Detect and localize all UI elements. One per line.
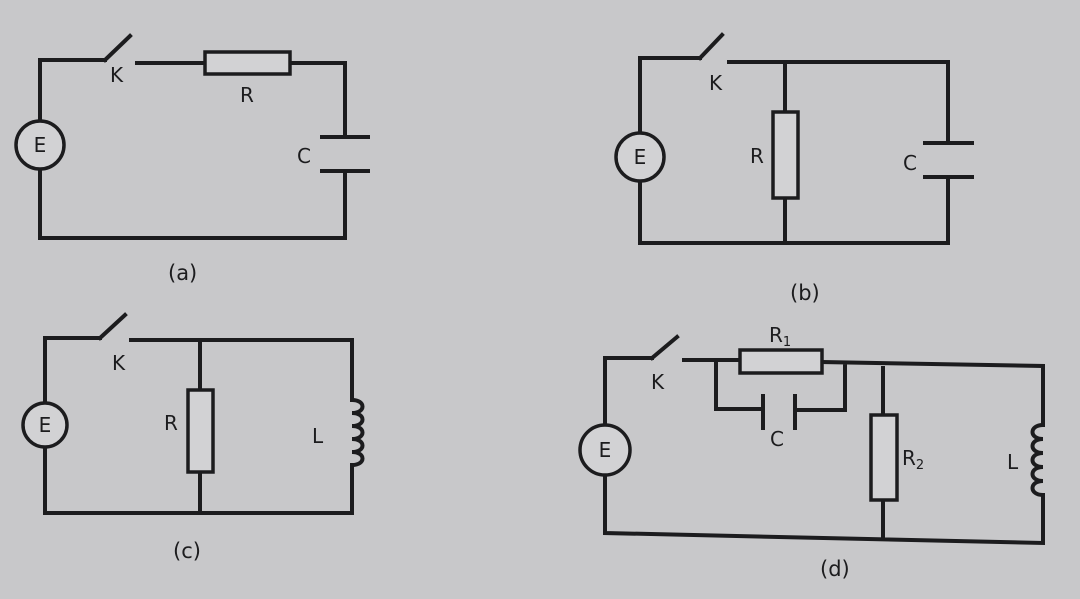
resistor-1-label: R1 bbox=[769, 323, 791, 350]
capacitor-label: C bbox=[770, 427, 784, 451]
resistor-2-label: R2 bbox=[902, 446, 924, 473]
switch-label: K bbox=[709, 71, 723, 95]
resistor-label: R bbox=[750, 144, 764, 168]
resistor-label: R bbox=[164, 411, 178, 435]
resistor-label: R bbox=[240, 83, 254, 107]
source-label: E bbox=[634, 145, 647, 169]
resistor bbox=[203, 50, 292, 76]
inductor-label: L bbox=[1007, 450, 1019, 474]
source-symbol bbox=[14, 119, 66, 171]
inductor bbox=[1030, 422, 1046, 498]
caption: (c) bbox=[173, 539, 201, 563]
circuit-a: E K R C (a) bbox=[14, 33, 370, 285]
capacitor-label: C bbox=[297, 144, 311, 168]
wire bbox=[638, 32, 950, 245]
capacitor-label: C bbox=[903, 151, 917, 175]
wire bbox=[603, 334, 1045, 546]
caption: (b) bbox=[790, 281, 820, 305]
circuit-d: E K R1 C R2 L (d) bbox=[578, 323, 1046, 581]
source-label: E bbox=[599, 438, 612, 462]
circuit-c: E K R L (c) bbox=[21, 312, 365, 563]
switch-label: K bbox=[651, 370, 665, 394]
inductor bbox=[349, 397, 365, 468]
source-symbol bbox=[21, 401, 69, 449]
source-symbol bbox=[578, 423, 632, 477]
switch-label: K bbox=[112, 351, 126, 375]
switch-label: K bbox=[110, 63, 124, 87]
wire bbox=[38, 33, 347, 240]
resistor bbox=[771, 110, 800, 200]
circuit-b: E K R C (b) bbox=[614, 32, 974, 305]
source-symbol bbox=[614, 131, 666, 183]
wire bbox=[43, 312, 354, 515]
caption: (d) bbox=[820, 557, 850, 581]
source-label: E bbox=[34, 133, 47, 157]
resistor-1 bbox=[738, 348, 824, 375]
resistor bbox=[186, 388, 215, 474]
resistor-2 bbox=[869, 413, 899, 502]
caption: (a) bbox=[168, 261, 197, 285]
source-label: E bbox=[39, 413, 52, 437]
inductor-label: L bbox=[312, 424, 324, 448]
